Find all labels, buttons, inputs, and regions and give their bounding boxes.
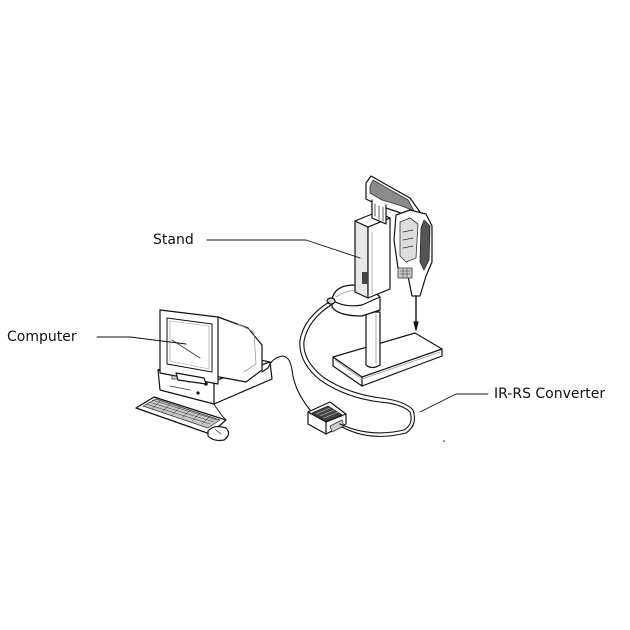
cables [213, 301, 415, 437]
computer-unit [135, 309, 273, 442]
stand-column [354, 211, 391, 299]
ir-rs-converter-label: IR-RS Converter [494, 386, 606, 402]
stand-leader [206, 239, 361, 259]
stand-label: Stand [153, 232, 194, 248]
leader-lines [96, 239, 489, 413]
keyboard [135, 396, 227, 435]
stand-pole [365, 311, 381, 369]
stray-dot [443, 440, 445, 442]
computer-cable [261, 355, 311, 411]
keyboard-cable [213, 403, 227, 421]
computer-label: Computer [7, 329, 77, 345]
mouse [207, 425, 230, 442]
stand-base [332, 332, 443, 387]
stand-cable-inner [303, 304, 415, 437]
crt-monitor [159, 309, 263, 385]
ir-rs-converter-unit [307, 401, 347, 435]
computer-leader [96, 336, 187, 345]
converter-leader [419, 393, 489, 413]
stand-cable-outer [299, 301, 412, 434]
stand-unit [326, 175, 443, 387]
handheld-device [393, 209, 433, 331]
